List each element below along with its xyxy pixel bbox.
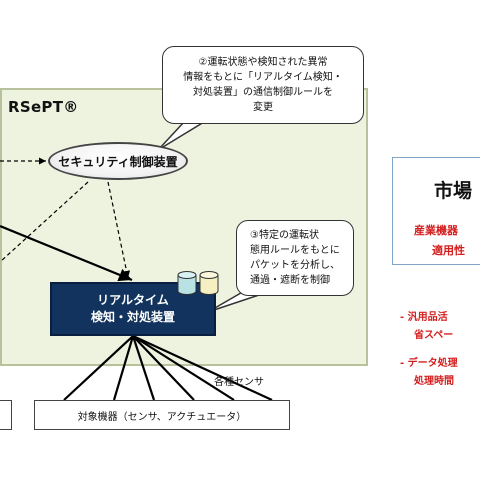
callout2-line: 情報をもとに「リアルタイム検知・ (183, 72, 343, 83)
callout3-line: 態用ルールをもとに (250, 245, 340, 256)
callout2-line: 対処装置」の通信制御ルールを (193, 87, 333, 98)
market-line1: 産業機器 (414, 224, 458, 237)
callout3-line: 通過・遮断を制御 (250, 275, 330, 286)
callout-packet-control: ③特定の運転状 態用ルールをもとに パケットを分析し、 通過・遮断を制御 (236, 220, 354, 296)
fan-line-5 (132, 335, 235, 401)
market-bullet-1: - 汎用品活 (400, 312, 448, 323)
realtime-device-line2: 検知・対処装置 (90, 310, 175, 324)
callout-rule-change: ②運転状態や検知された異常 情報をもとに「リアルタイム検知・ 対処装置」の通信制… (162, 46, 364, 124)
callout3-line: ③特定の運転状 (250, 230, 319, 241)
fan-line-3 (131, 335, 156, 401)
callout2-line: ②運転状態や検知された異常 (198, 57, 328, 68)
callout3-line: パケットを分析し、 (250, 260, 340, 271)
callout2-tail (157, 121, 205, 151)
security-controller: セキュリティ制御装置 (48, 142, 188, 180)
fan-line-1 (63, 335, 134, 401)
security-controller-label: セキュリティ制御装置 (58, 154, 178, 169)
fan-line-4 (132, 335, 195, 401)
solid-arrow-to-realtime (0, 224, 133, 282)
realtime-device-line1: リアルタイム (97, 293, 169, 307)
dashed-line-lower-left (0, 181, 89, 263)
database-cylinders-icon (177, 271, 219, 295)
sensors-label: 各種センサ (214, 377, 264, 388)
market-line2: 適用性 (432, 244, 465, 257)
callout2-line: 変更 (253, 102, 273, 113)
fan-line-2 (112, 335, 135, 401)
market-bullet-1-cont: 省スペー (414, 330, 454, 341)
target-devices-box: 対象機器（センサ、アクチュエータ） (34, 400, 290, 430)
fan-line-6 (132, 335, 273, 401)
target-devices-label: 対象機器（センサ、アクチュエータ） (77, 411, 247, 423)
market-title: 市場 (434, 180, 473, 202)
market-bullet-2-cont: 処理時間 (414, 376, 454, 387)
dashed-arrow-to-realtime (107, 181, 131, 279)
left-edge-box (0, 400, 12, 430)
brand-name: RSePT® (8, 98, 79, 116)
market-panel (392, 157, 480, 265)
market-bullet-2: - データ処理 (400, 358, 458, 369)
